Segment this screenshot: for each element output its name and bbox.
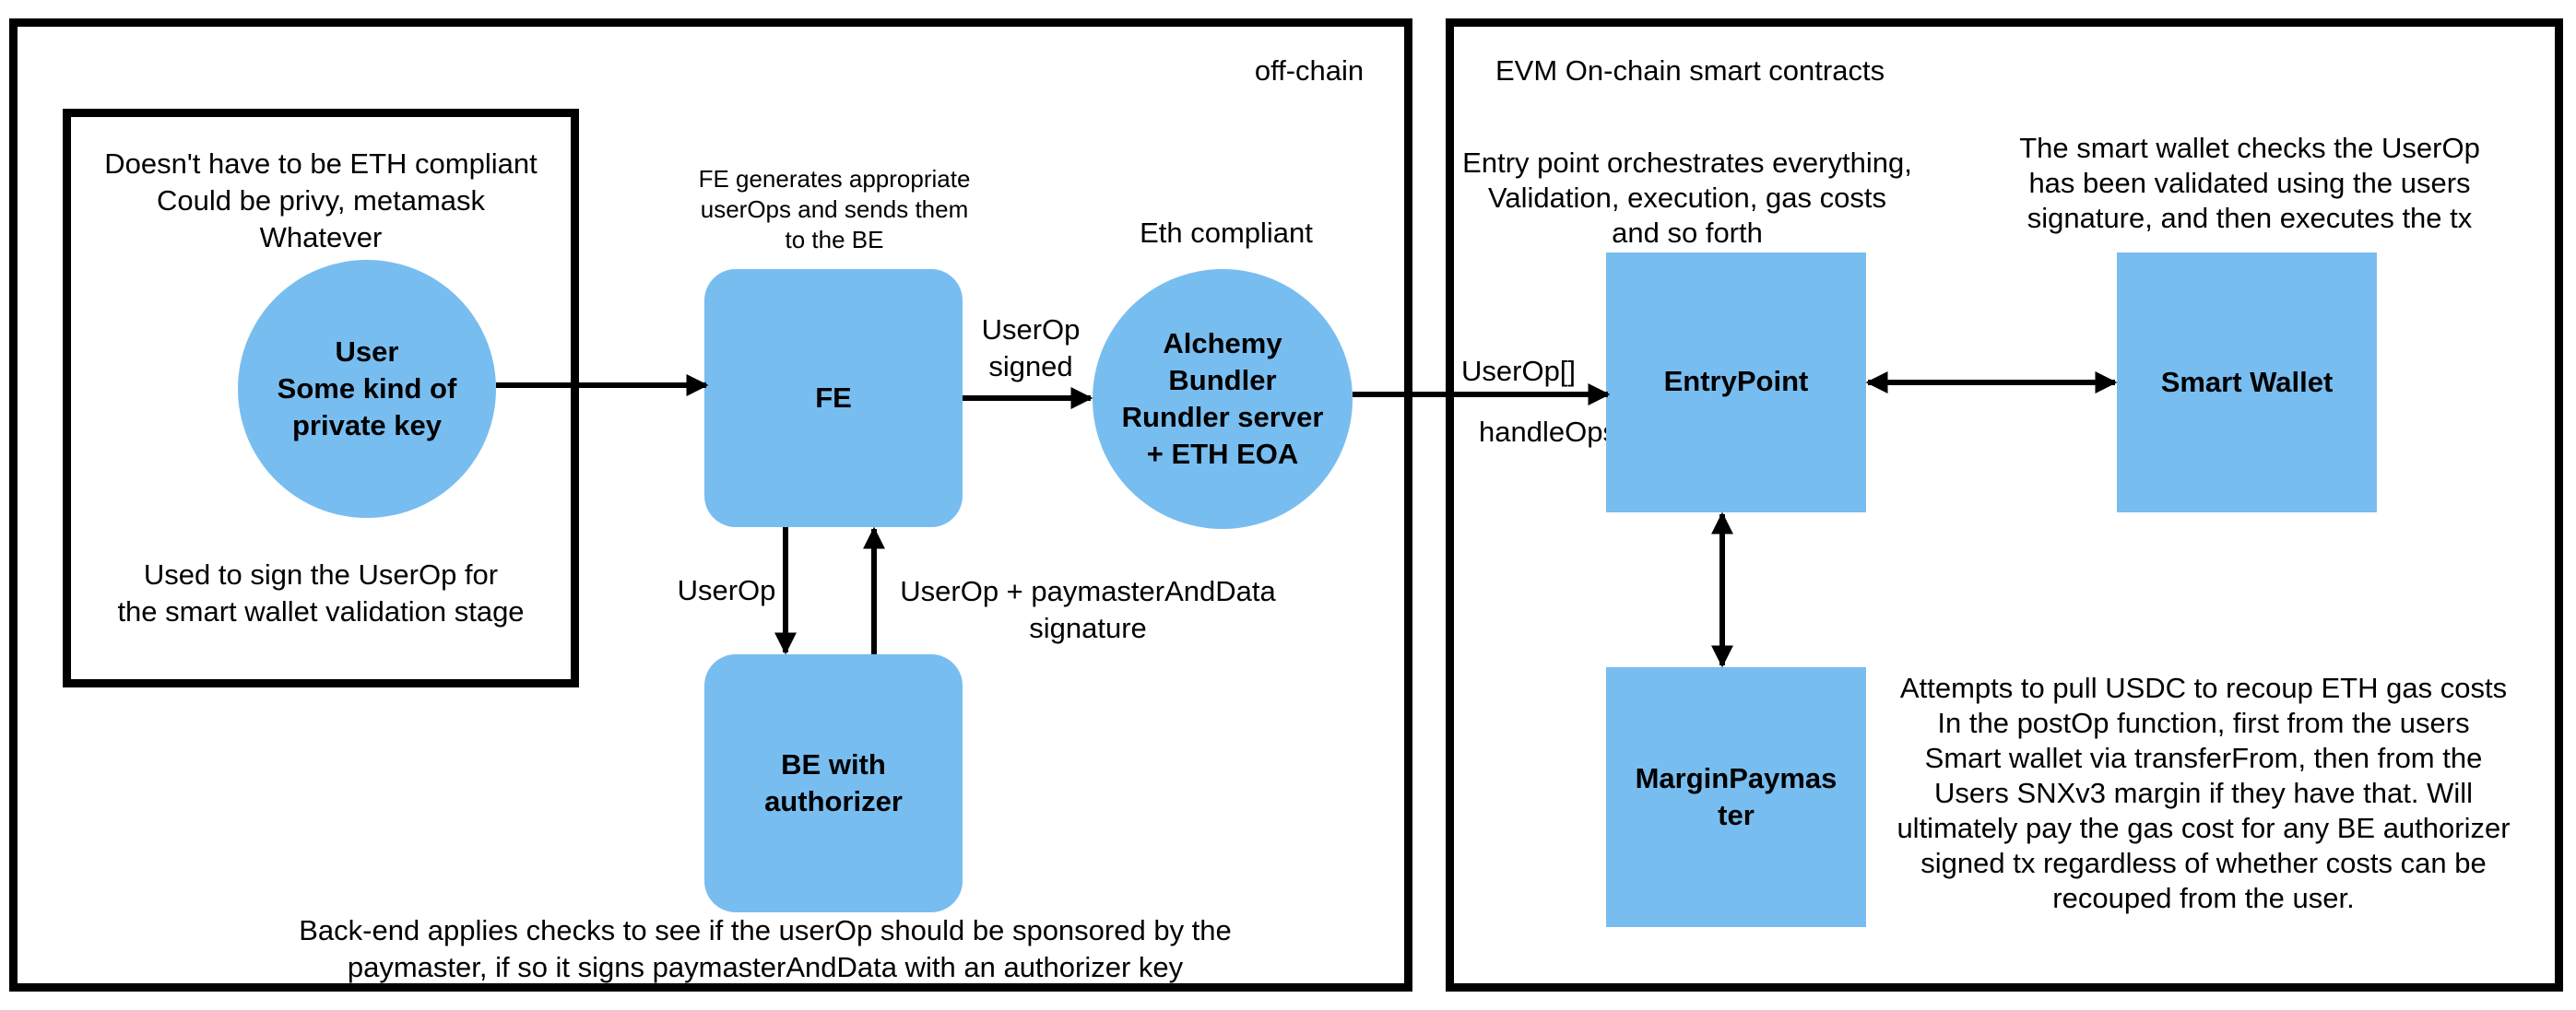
user-requirements-note: Doesn't have to be ETH compliant Could b…	[104, 147, 538, 253]
offchain-zone	[9, 18, 1412, 992]
be-to-fe-label: UserOp + paymasterAndData signature	[900, 575, 1276, 644]
bundler-node: Alchemy Bundler Rundler server + ETH EOA	[1093, 269, 1353, 529]
fe-node: FE	[704, 269, 963, 527]
paymaster-node: MarginPaymas ter	[1606, 667, 1866, 927]
offchain-label: off-chain	[1254, 54, 1365, 87]
be-note: Back-end applies checks to see if the us…	[299, 914, 1232, 983]
bundler-note: Eth compliant	[1140, 217, 1313, 249]
fe-note: FE generates appropriate userOps and sen…	[698, 165, 971, 253]
onchain-zone	[1446, 18, 2563, 992]
be-node: BE with authorizer	[704, 654, 963, 912]
entrypoint-node: EntryPoint	[1606, 252, 1866, 512]
userop-array-label: UserOp[]	[1461, 355, 1577, 387]
entrypoint-note: Entry point orchestrates everything, Val…	[1462, 147, 1912, 249]
fe-to-bundler-label: UserOp signed	[981, 313, 1081, 382]
user-zone	[63, 109, 579, 687]
smart-wallet-node: Smart Wallet	[2117, 252, 2377, 512]
fe-to-be-label: UserOp	[677, 574, 776, 606]
user-signing-note: Used to sign the UserOp for the smart wa…	[117, 558, 525, 628]
paymaster-note: Attempts to pull USDC to recoup ETH gas …	[1897, 672, 2511, 914]
smart-wallet-note: The smart wallet checks the UserOp has b…	[2019, 132, 2480, 234]
onchain-label: EVM On-chain smart contracts	[1495, 54, 1885, 87]
user-node: User Some kind of private key	[238, 260, 496, 518]
